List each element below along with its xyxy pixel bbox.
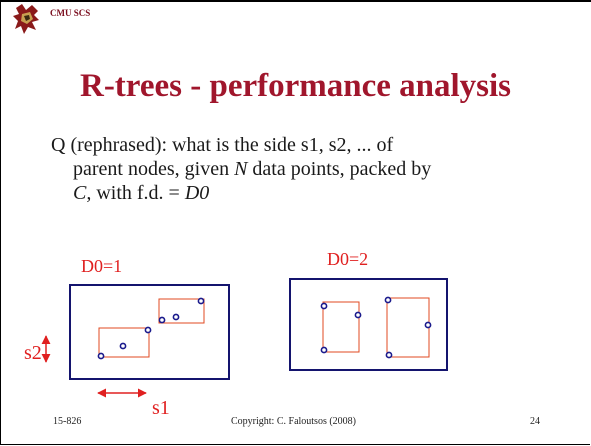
var-d0: D0 xyxy=(184,182,210,204)
inner-box-left-upper xyxy=(158,298,205,324)
data-point xyxy=(119,342,127,350)
data-point xyxy=(424,321,432,329)
label-s1: s1 xyxy=(152,397,170,419)
brand-label: CMU SCS xyxy=(50,8,91,18)
slide-title: R-trees - performance analysis xyxy=(79,68,512,104)
question-line-2-pre: parent nodes, given xyxy=(73,158,235,180)
label-s2: s2 xyxy=(24,342,42,364)
question-line-2-post: data points, packed by xyxy=(247,158,432,180)
question-line-2: parent nodes, given N data points, packe… xyxy=(51,157,551,181)
outer-box-right xyxy=(289,278,448,371)
data-point xyxy=(384,296,392,304)
data-point xyxy=(144,326,152,334)
label-d0-2: D0=2 xyxy=(327,249,368,269)
footer-page-number: 24 xyxy=(530,416,540,427)
question-text: Q (rephrased): what is the side s1, s2, … xyxy=(51,133,551,205)
inner-box-left-lower xyxy=(98,327,150,358)
data-point xyxy=(158,316,166,324)
inner-box-right-right xyxy=(386,297,430,358)
footer-course: 15-826 xyxy=(53,416,82,427)
data-point xyxy=(385,351,393,359)
cmu-dragon-logo-icon xyxy=(13,4,39,34)
question-line-1: Q (rephrased): what is the side s1, s2, … xyxy=(51,134,394,156)
data-point xyxy=(320,302,328,310)
inner-box-right-left xyxy=(322,301,360,353)
question-line-3: C, with f.d. = D0 xyxy=(51,181,551,205)
data-point xyxy=(354,311,362,319)
var-c: C, xyxy=(73,182,92,204)
footer-copyright: Copyright: C. Faloutsos (2008) xyxy=(231,416,357,427)
data-point xyxy=(172,313,180,321)
data-point xyxy=(320,346,328,354)
question-line-3-mid: with f.d. = xyxy=(91,182,185,204)
data-point xyxy=(197,297,205,305)
outer-box-left xyxy=(69,284,230,380)
var-n: N xyxy=(234,158,248,180)
header-rule xyxy=(0,0,591,2)
label-d0-1: D0=1 xyxy=(81,256,122,276)
data-point xyxy=(97,352,105,360)
